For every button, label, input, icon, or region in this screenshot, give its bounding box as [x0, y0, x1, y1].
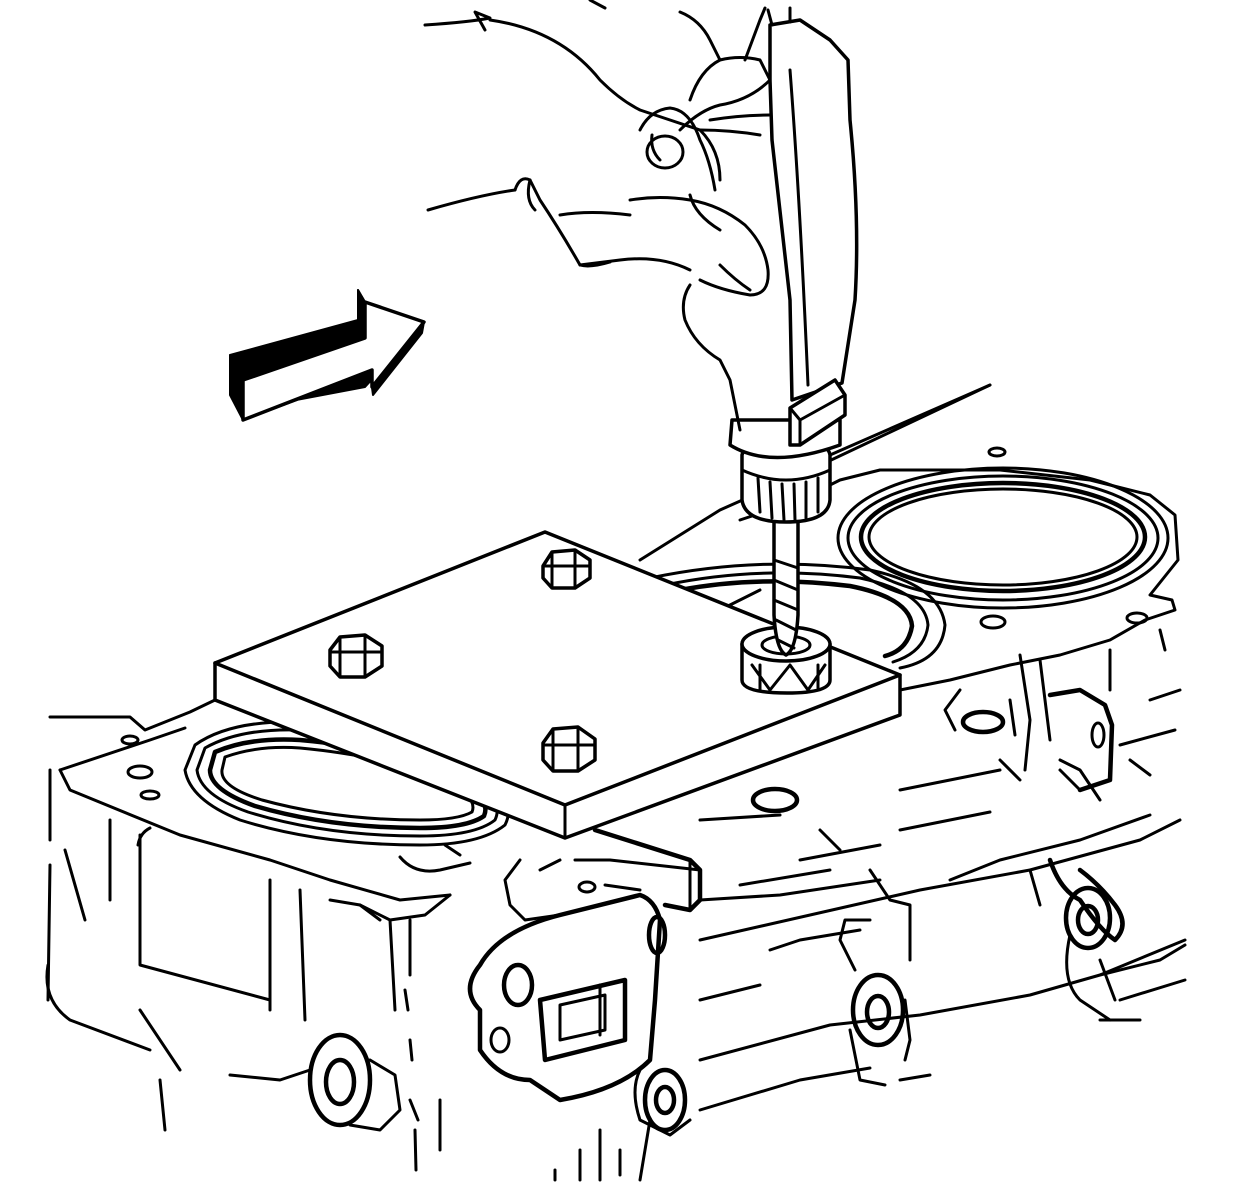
bolt-top: [541, 548, 592, 590]
drill-bit-icon: [772, 508, 800, 657]
bolt-bottom: [541, 725, 597, 773]
drill-icon: [728, 6, 859, 524]
bolt-left: [328, 633, 384, 679]
engine-block: [45, 383, 1187, 1182]
hand-icon: [423, 0, 772, 432]
direction-arrow-icon: [229, 289, 426, 422]
